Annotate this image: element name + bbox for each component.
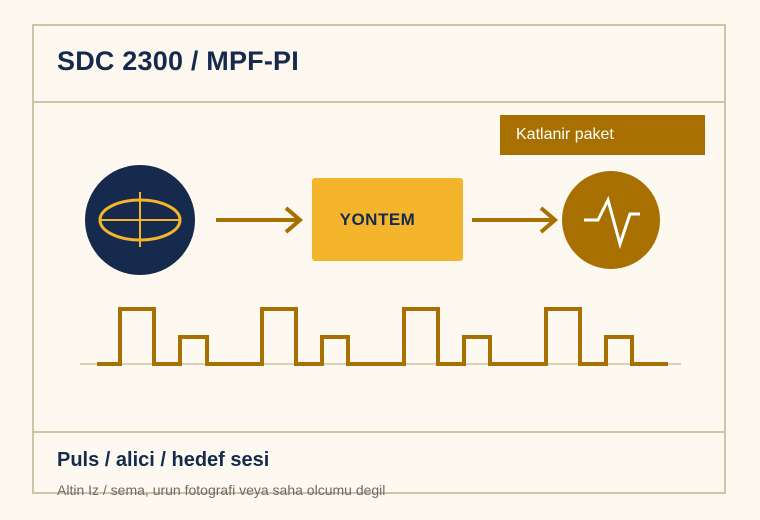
package-tag: Katlanir paket xyxy=(500,115,705,155)
card-header: SDC 2300 / MPF-PI xyxy=(34,26,724,103)
signal-pulse-icon xyxy=(562,171,660,269)
pulse-waveform xyxy=(97,307,668,366)
caption-title: Puls / alici / hedef sesi xyxy=(57,449,270,471)
search-coil-icon xyxy=(85,165,195,275)
arrow-right-icon xyxy=(216,206,304,234)
method-box: YONTEM xyxy=(312,178,463,261)
arrow-right-icon xyxy=(472,206,559,234)
page-title: SDC 2300 / MPF-PI xyxy=(57,46,299,76)
card-footer: Puls / alici / hedef sesi Altin Iz / sem… xyxy=(34,431,724,498)
method-label: YONTEM xyxy=(339,210,416,229)
caption-subtitle: Altin Iz / sema, urun fotografi veya sah… xyxy=(57,482,386,498)
